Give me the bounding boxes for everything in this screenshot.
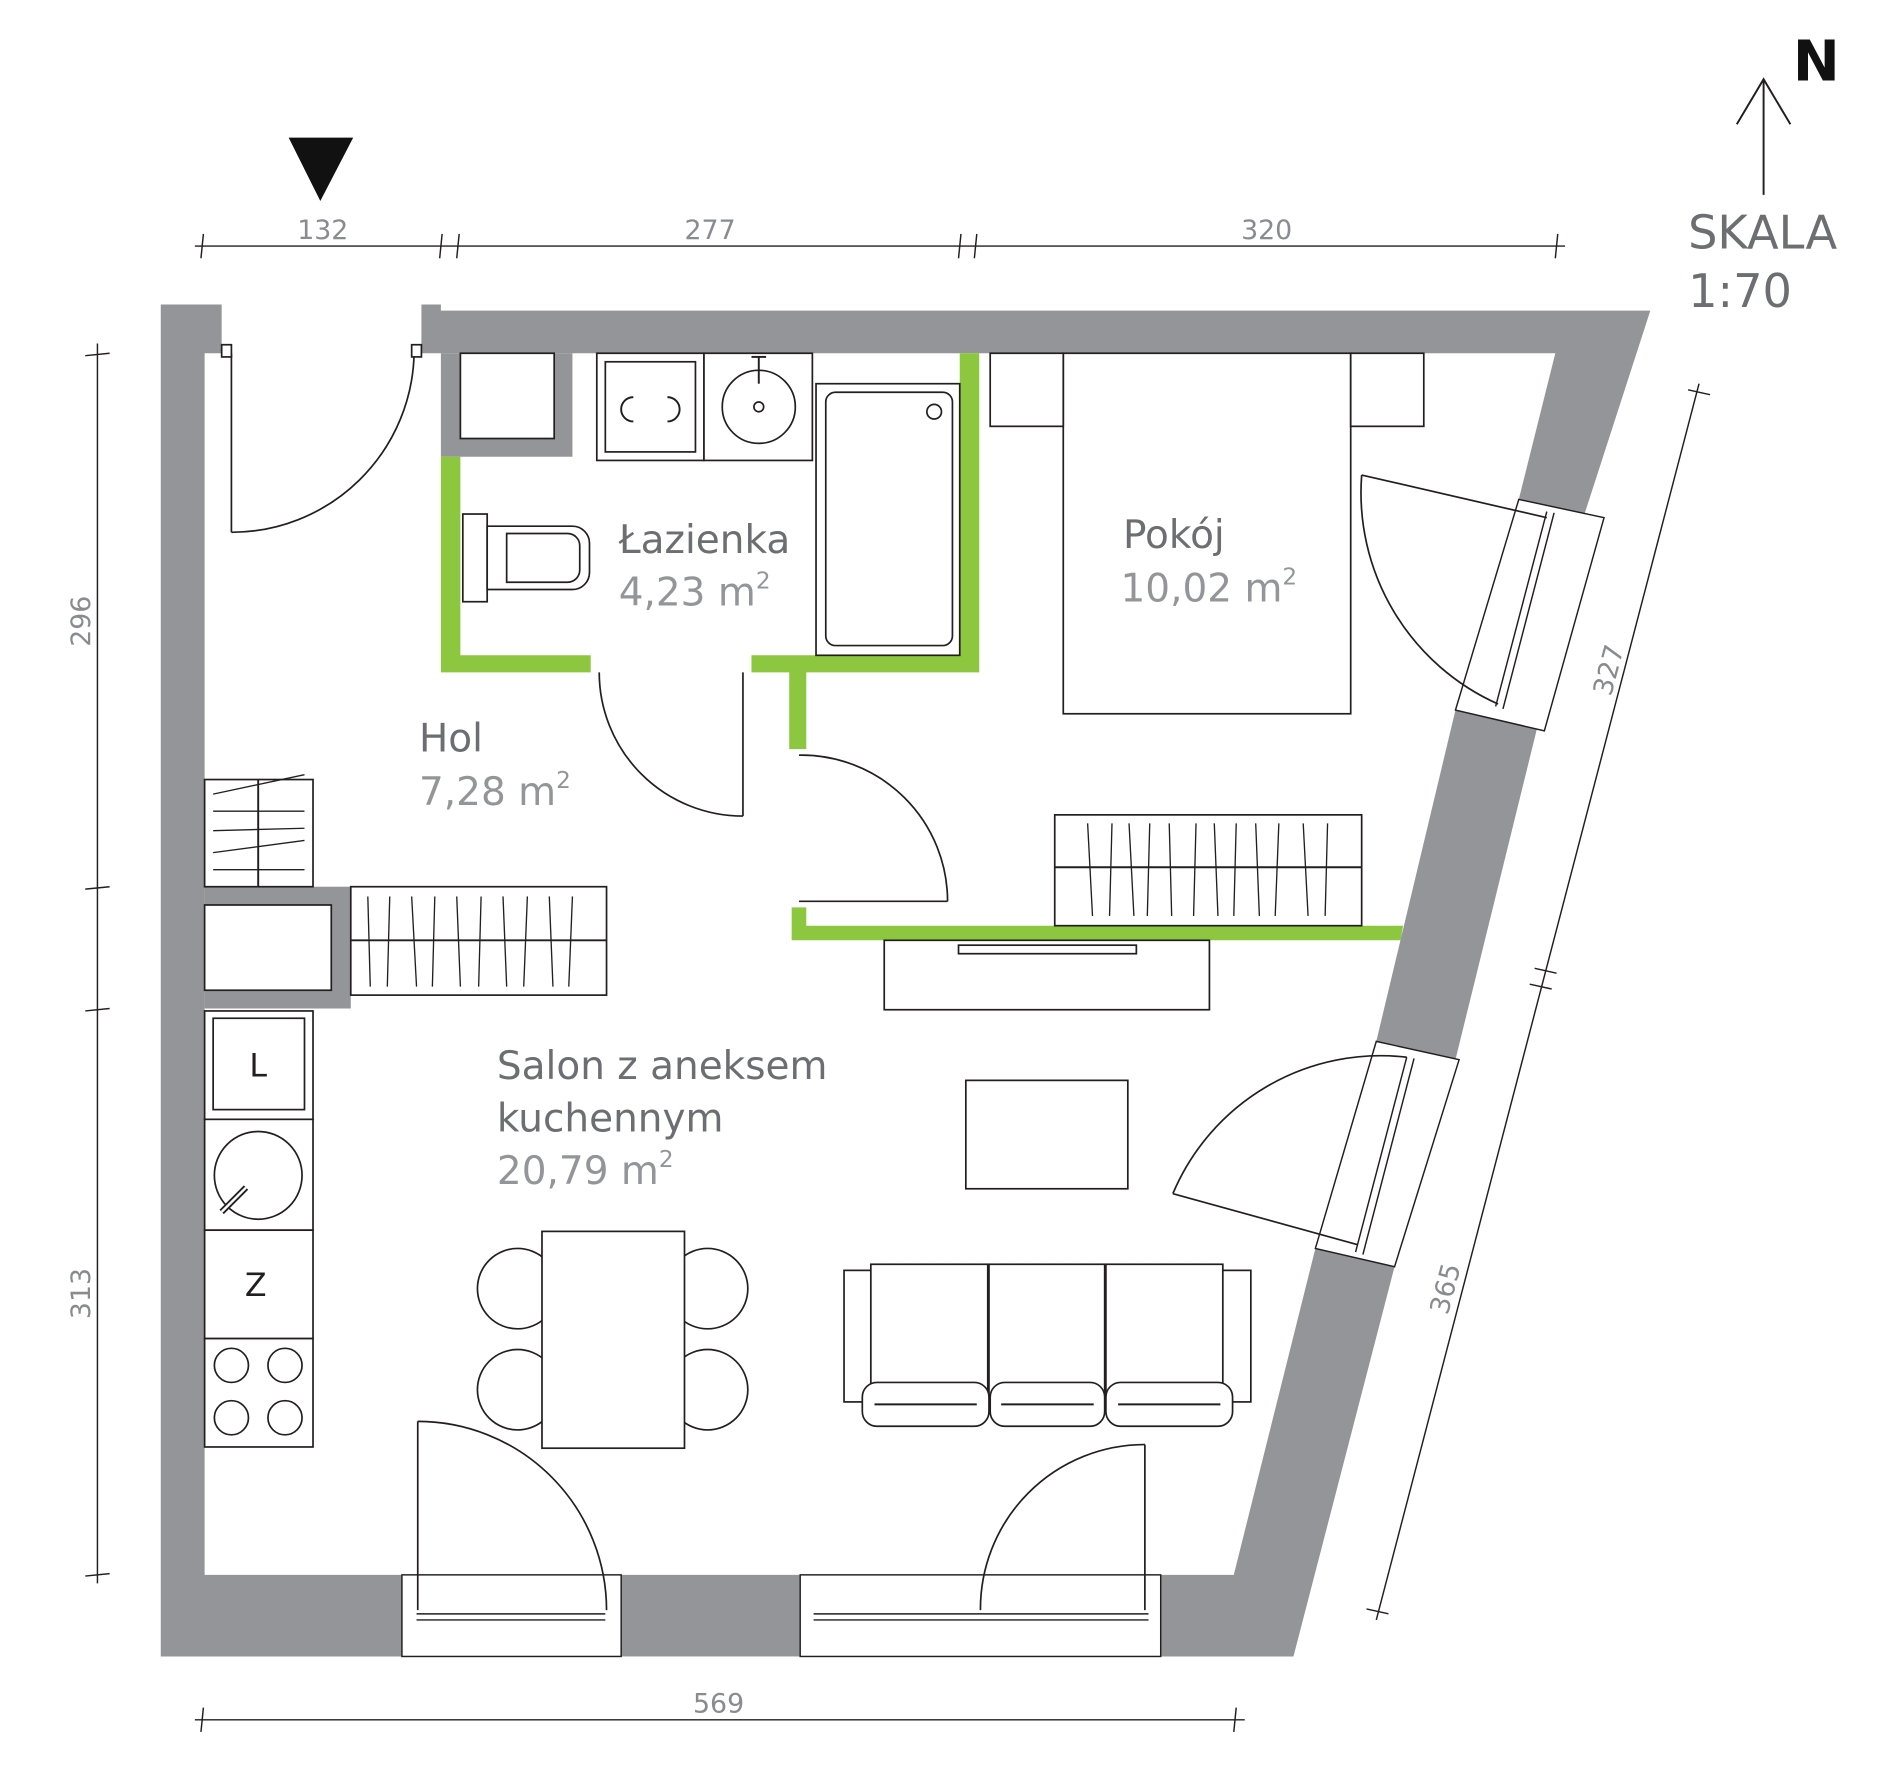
bed-icon: [989, 352, 1425, 715]
room-label-living-room: Salon z aneksem kuchennym 20,79 m2: [497, 1044, 828, 1194]
scale-label: SKALA: [1688, 206, 1837, 260]
windows: [401, 498, 1605, 1658]
doors: [220, 343, 1547, 1611]
dimension-lines: [85, 233, 1711, 1733]
dimension-left-2: 313: [66, 1268, 97, 1319]
svg-text:Salon z aneksem: Salon z aneksem: [497, 1044, 828, 1089]
svg-text:Hol: Hol: [419, 717, 483, 762]
scale-value: 1:70: [1688, 264, 1792, 318]
dimension-top-2: 277: [685, 215, 736, 246]
fridge-icon: L: [203, 1010, 314, 1121]
dishwasher-icon: Z: [203, 1229, 314, 1340]
north-arrow-icon: [1735, 77, 1792, 195]
dimension-right-1: 327: [1588, 641, 1631, 698]
entrance-marker-icon: [288, 137, 354, 202]
room-label-bathroom: Łazienka 4,23 m2: [618, 518, 790, 615]
north-label: N: [1793, 29, 1840, 94]
washing-machine-kitchen-icon: [203, 1118, 314, 1232]
exterior-walls: [160, 304, 1651, 1657]
cooktop-icon: [203, 1337, 314, 1448]
fridge-label: L: [249, 1049, 267, 1085]
svg-text:4,23 m2: 4,23 m2: [619, 568, 771, 615]
svg-text:20,79 m2: 20,79 m2: [497, 1147, 674, 1194]
svg-text:kuchennym: kuchennym: [497, 1097, 724, 1142]
dining-table-icon: [476, 1230, 749, 1450]
dimension-bottom: 569: [693, 1688, 744, 1719]
room-label-hall: Hol 7,28 m2: [419, 717, 571, 816]
wardrobe-hall-icon: [203, 774, 608, 996]
svg-text:Pokój: Pokój: [1123, 513, 1225, 558]
dimension-top-3: 320: [1241, 215, 1292, 246]
tv-stand-icon: [883, 939, 1211, 1011]
toilet-icon: [461, 513, 591, 603]
dimension-top-1: 132: [297, 215, 348, 246]
dimension-right-2: 365: [1424, 1260, 1467, 1317]
sofa-icon: [843, 1263, 1252, 1428]
partition-walls: [440, 353, 1404, 941]
washing-machine-icon: [595, 352, 705, 462]
svg-text:10,02 m2: 10,02 m2: [1121, 565, 1298, 612]
svg-text:Łazienka: Łazienka: [618, 518, 790, 563]
sink-icon: [703, 352, 814, 462]
wardrobe-bedroom-icon: [1053, 814, 1363, 927]
coffee-table-icon: [964, 1079, 1129, 1190]
dimension-left-1: 296: [66, 596, 97, 647]
dishwasher-label: Z: [245, 1268, 267, 1304]
svg-text:7,28 m2: 7,28 m2: [419, 768, 571, 815]
bathtub-icon: [815, 382, 961, 657]
room-label-bedroom: Pokój 10,02 m2: [1121, 513, 1298, 612]
